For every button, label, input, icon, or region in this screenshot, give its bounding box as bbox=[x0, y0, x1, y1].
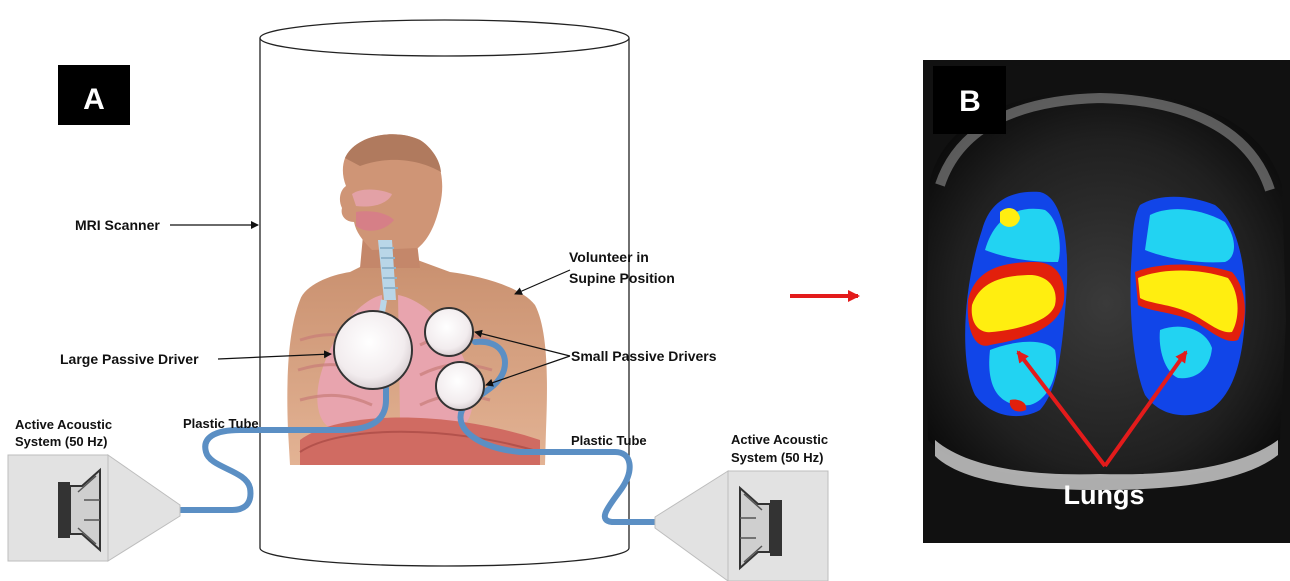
panel-b: B Lungs bbox=[923, 60, 1290, 543]
label-large-driver: Large Passive Driver bbox=[60, 351, 199, 367]
panel-b-letter: B bbox=[959, 85, 981, 118]
label-small-drivers: Small Passive Drivers bbox=[571, 348, 717, 364]
panel-b-badge: B bbox=[933, 66, 1006, 134]
small-passive-driver-lower bbox=[436, 362, 484, 410]
label-lungs: Lungs bbox=[1064, 480, 1145, 510]
label-mri-scanner: MRI Scanner bbox=[75, 217, 160, 233]
panel-a-badge: A bbox=[58, 65, 130, 125]
label-acoustic-right-line1: Active Acoustic bbox=[731, 432, 828, 447]
label-volunteer-line2: Supine Position bbox=[569, 270, 675, 286]
label-tube-right: Plastic Tube bbox=[571, 433, 647, 448]
large-passive-driver bbox=[334, 311, 412, 389]
acoustic-system-right bbox=[655, 471, 828, 581]
right-lung-map bbox=[1131, 197, 1246, 415]
panel-a: A bbox=[8, 20, 828, 581]
small-passive-driver-upper bbox=[425, 308, 473, 356]
label-tube-left: Plastic Tube bbox=[183, 416, 259, 431]
label-acoustic-right-line2: System (50 Hz) bbox=[731, 450, 823, 465]
acoustic-system-left bbox=[8, 455, 180, 561]
volunteer-figure bbox=[287, 134, 547, 465]
label-acoustic-left-line1: Active Acoustic bbox=[15, 417, 112, 432]
panel-a-letter: A bbox=[83, 83, 105, 116]
label-volunteer-line1: Volunteer in bbox=[569, 249, 649, 265]
label-acoustic-left-line2: System (50 Hz) bbox=[15, 434, 107, 449]
